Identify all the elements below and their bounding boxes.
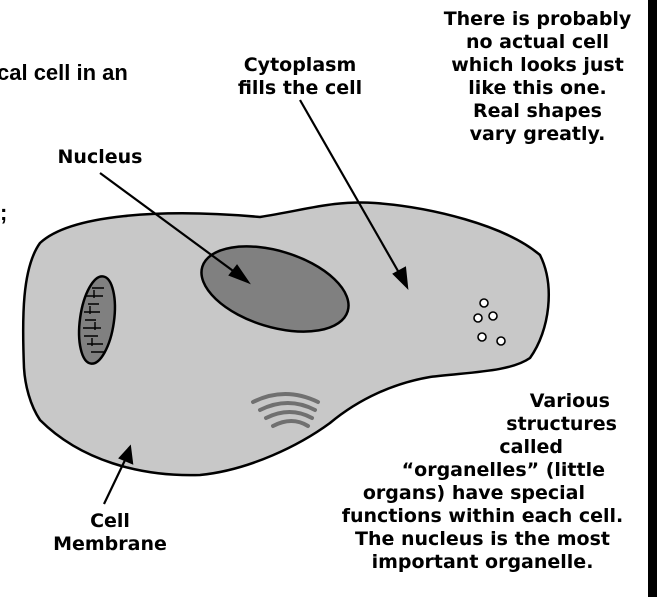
organelles-line: organs) have special [320,482,645,505]
organelles-line: The nucleus is the most [320,528,645,551]
organelles-label: Various structures called “organelles” (… [320,390,645,574]
note-label: There is probably no actual cell which l… [425,8,650,146]
note-line: vary greatly. [425,123,650,146]
note-line: Real shapes [425,100,650,123]
note-line: like this one. [425,77,650,100]
nucleus-label-line: Nucleus [40,146,160,169]
organelles-line: important organelle. [320,551,645,574]
organelles-line: Various [320,390,645,413]
note-line: which looks just [425,54,650,77]
organelles-line: functions within each cell. [320,505,645,528]
partial-semicolon: ; [0,200,7,226]
cytoplasm-label: Cytoplasm fills the cell [225,54,375,100]
organelles-line: structures [320,413,645,436]
cell-membrane-label: Cell Membrane [45,510,175,556]
cytoplasm-label-line: fills the cell [225,77,375,100]
cytoplasm-label-line: Cytoplasm [225,54,375,77]
organelles-line: called [320,436,645,459]
organelles-line: “organelles” (little [320,459,645,482]
note-line: There is probably [425,8,650,31]
partial-heading: cal cell in an [0,60,128,86]
cell-membrane-label-line: Cell [45,510,175,533]
cell-membrane-label-line: Membrane [45,533,175,556]
note-line: no actual cell [425,31,650,54]
nucleus-label: Nucleus [40,146,160,169]
right-border [648,0,657,597]
